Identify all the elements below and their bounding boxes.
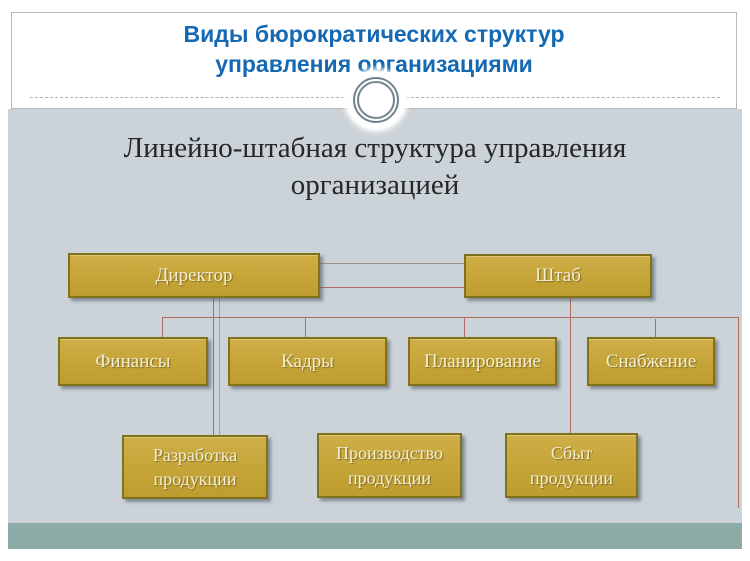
connector-director-down-gray xyxy=(219,298,220,435)
connector-director-down-red xyxy=(213,298,214,435)
divider-circle-ornament xyxy=(353,77,399,123)
connector-director-staff-bottom xyxy=(320,287,464,288)
connector-drop-hr xyxy=(305,317,306,337)
connector-staff-down xyxy=(570,298,571,433)
footer-band xyxy=(8,523,742,549)
connector-director-staff-top xyxy=(320,263,464,264)
connector-right-vertical xyxy=(738,317,739,508)
connector-drop-planning xyxy=(464,317,465,337)
node-director: Директор xyxy=(68,253,320,298)
connector-drop-finance xyxy=(162,317,163,337)
node-supply: Снабжение xyxy=(587,337,715,386)
node-staff: Штаб xyxy=(464,254,652,298)
node-finance: Финансы xyxy=(58,337,208,386)
node-hr: Кадры xyxy=(228,337,387,386)
slide-title: Виды бюрократических структур управления… xyxy=(183,21,565,77)
connector-drop-supply xyxy=(655,319,656,337)
node-product-manufacturing: Производство продукции xyxy=(317,433,462,498)
node-planning: Планирование xyxy=(408,337,557,386)
node-product-development: Разработка продукции xyxy=(122,435,268,499)
slide-subtitle: Линейно-штабная структура управления орг… xyxy=(123,132,627,201)
node-product-sales: Сбыт продукции xyxy=(505,433,638,498)
connector-horizontal-bus xyxy=(162,317,739,318)
